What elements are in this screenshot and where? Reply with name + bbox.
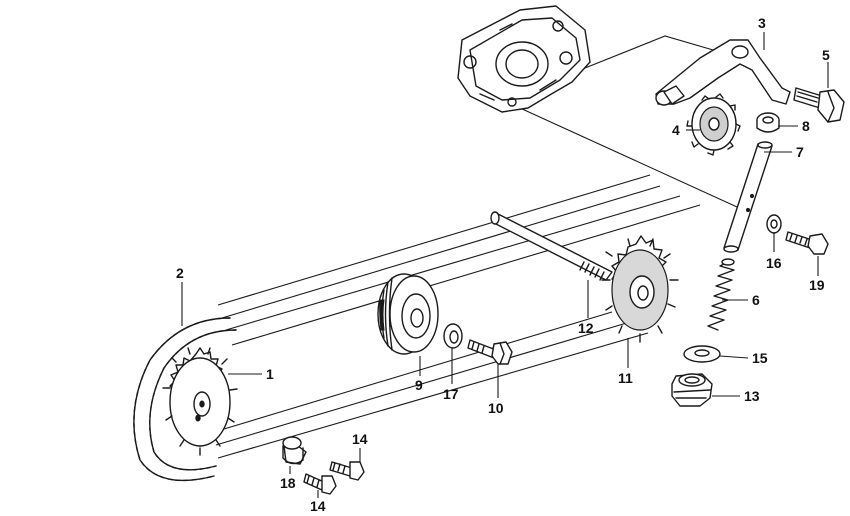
tensioner-sprocket <box>686 93 741 156</box>
callout-18: 18 <box>280 475 296 491</box>
idler-shaft <box>490 211 613 281</box>
callout-14b: 14 <box>310 498 326 514</box>
small-washer <box>766 214 782 234</box>
crankcase-cover <box>457 5 591 113</box>
idler-sprocket <box>601 235 679 343</box>
callout-6: 6 <box>752 292 760 308</box>
roller-bolt <box>467 339 513 365</box>
arm-pivot-bolt <box>793 87 845 123</box>
callout-11: 11 <box>618 370 633 386</box>
small-bolt-14a <box>329 461 365 481</box>
tensioner-plug <box>671 373 713 407</box>
tensioner-rod <box>723 141 773 253</box>
callout-8: 8 <box>802 118 810 134</box>
callout-13: 13 <box>744 388 760 404</box>
callout-1: 1 <box>266 366 274 382</box>
callout-15: 15 <box>752 350 768 366</box>
collar <box>756 112 780 133</box>
small-bolt-19 <box>785 231 829 255</box>
callout-12: 12 <box>578 320 594 336</box>
callout-19: 19 <box>809 277 825 293</box>
callout-4: 4 <box>672 122 680 138</box>
callout-17: 17 <box>443 386 459 402</box>
leader-lines <box>181 32 829 498</box>
callout-7: 7 <box>796 144 804 160</box>
chain-roller <box>377 273 439 355</box>
tensioner-spring <box>707 258 735 331</box>
callout-3: 3 <box>758 15 766 31</box>
callout-14a: 14 <box>352 431 368 447</box>
tensioner-arm <box>655 39 791 106</box>
callout-labels: 1 2 3 4 5 6 7 8 9 10 11 12 13 14 14 15 1… <box>176 15 830 514</box>
callout-10: 10 <box>488 400 504 416</box>
callout-5: 5 <box>822 47 830 63</box>
cam-chain <box>133 317 237 482</box>
callout-16: 16 <box>766 255 782 271</box>
callout-2: 2 <box>176 265 184 281</box>
sprocket-11-teeth <box>601 238 679 343</box>
small-bolt-14b <box>303 473 337 495</box>
callout-9: 9 <box>415 377 423 393</box>
roller-washer <box>443 323 463 349</box>
dowel-pin <box>282 436 307 465</box>
sealing-washer <box>683 345 721 363</box>
drive-sprocket <box>162 347 238 456</box>
